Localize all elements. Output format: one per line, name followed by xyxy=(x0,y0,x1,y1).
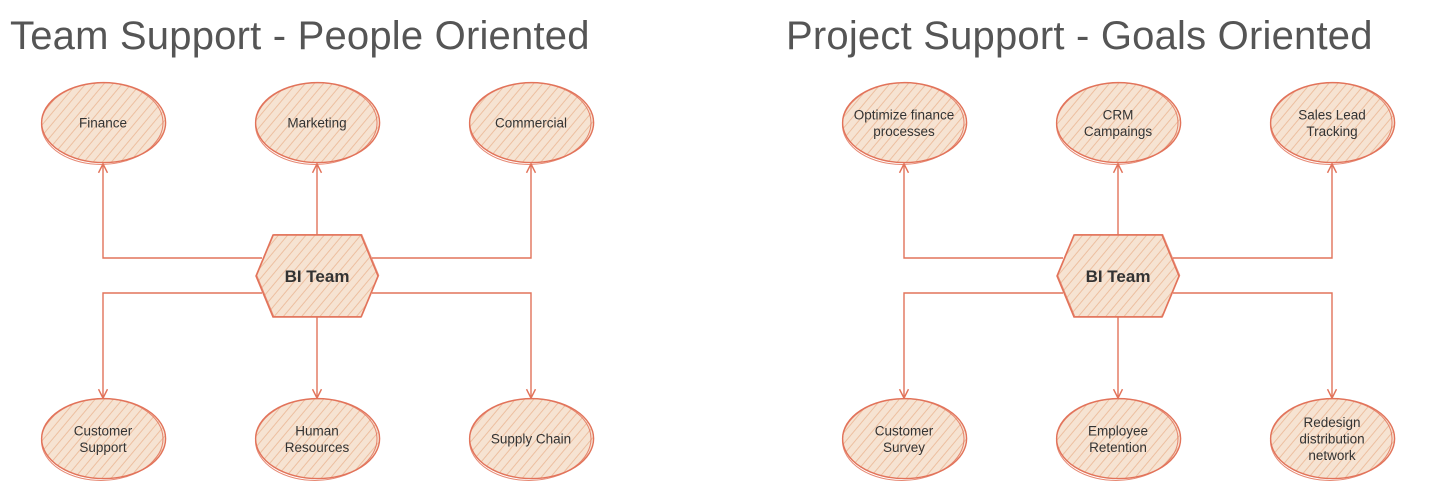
node-label-line: Marketing xyxy=(287,116,346,131)
node-marketing: Marketing xyxy=(254,81,381,165)
node-label-line: Commercial xyxy=(495,116,567,131)
connector-to-bottom-left xyxy=(103,292,262,397)
node-supply-chain: Supply Chain xyxy=(468,397,595,481)
node-label-line: Survey xyxy=(883,440,925,455)
ellipse-fill xyxy=(469,83,593,163)
ellipse-fill xyxy=(255,83,379,163)
hub-node-bi-team: BI Team xyxy=(1056,233,1181,318)
node-label-line: processes xyxy=(873,124,935,139)
node-label-line: Retention xyxy=(1089,440,1147,455)
connector-to-bottom-left xyxy=(904,292,1063,397)
hub-hexagon-shape xyxy=(1056,234,1180,318)
node-label-line: Customer xyxy=(875,423,934,438)
hub-label: BI Team xyxy=(285,267,350,286)
node-label-line: network xyxy=(1308,448,1356,463)
node-label-line: CRM xyxy=(1103,107,1134,122)
hub-hexagon-sketch xyxy=(256,233,380,317)
node-label-line: Campaings xyxy=(1084,124,1153,139)
node-label-line: Sales Lead xyxy=(1298,107,1366,122)
ellipse-outline-sketch xyxy=(40,82,164,165)
connector-to-bottom-right xyxy=(372,292,531,397)
ellipse-fill xyxy=(255,399,379,479)
ellipse-outline-sketch xyxy=(1055,82,1179,165)
ellipse-outline-sketch xyxy=(254,398,378,481)
node-label-line: Customer xyxy=(74,423,133,438)
ellipse-fill xyxy=(842,399,966,479)
ellipse-outline-sketch xyxy=(1055,398,1179,481)
node-label-line: Finance xyxy=(79,116,127,131)
hub-node-bi-team: BI Team xyxy=(255,233,380,318)
connector-to-top-right xyxy=(1173,165,1332,259)
node-label-line: Resources xyxy=(285,440,350,455)
node-label-line: Human xyxy=(295,423,339,438)
node-optimize-finance-processes: Optimize finance processes xyxy=(841,81,968,165)
connector-to-bottom-right xyxy=(1173,292,1332,397)
hub-label: BI Team xyxy=(1086,267,1151,286)
ellipse-outline-sketch xyxy=(40,398,164,481)
ellipse-fill xyxy=(1270,83,1394,163)
node-commercial: Commercial xyxy=(468,81,595,165)
node-label-line: distribution xyxy=(1299,432,1364,447)
ellipse-fill xyxy=(41,83,165,163)
connector-layer xyxy=(103,165,1332,397)
node-label-line: Optimize finance xyxy=(854,107,955,122)
ellipse-outline-sketch xyxy=(468,82,592,165)
node-label-line: Support xyxy=(79,440,127,455)
ellipse-outline-sketch xyxy=(1269,398,1393,481)
node-crm-campaings: CRM Campaings xyxy=(1055,81,1182,165)
node-label-line: Tracking xyxy=(1306,124,1357,139)
node-label-line: Redesign xyxy=(1303,415,1360,430)
hub-hexagon-sketch xyxy=(1057,233,1181,317)
connector-to-top-left xyxy=(103,165,262,259)
node-label-line: Supply Chain xyxy=(491,432,571,447)
hub-hexagon-shape xyxy=(255,234,379,318)
ellipse-fill xyxy=(842,83,966,163)
connector-to-top-right xyxy=(372,165,531,259)
ellipse-fill xyxy=(1056,83,1180,163)
diagram-title-team-support: Team Support - People Oriented xyxy=(10,14,590,58)
ellipse-outline-sketch xyxy=(841,398,965,481)
diagram-title-project-support: Project Support - Goals Oriented xyxy=(786,14,1373,58)
node-layer: Finance Marketing CommercialCustomerSuppor… xyxy=(40,81,1396,481)
ellipse-outline-sketch xyxy=(1269,82,1393,165)
ellipse-fill xyxy=(1270,399,1394,479)
ellipse-outline-sketch xyxy=(468,398,592,481)
ellipse-fill xyxy=(469,399,593,479)
ellipse-fill xyxy=(41,399,165,479)
connector-to-top-left xyxy=(904,165,1063,259)
node-finance: Finance xyxy=(40,81,167,165)
ellipse-outline-sketch xyxy=(841,82,965,165)
ellipse-outline-sketch xyxy=(254,82,378,165)
ellipse-fill xyxy=(1056,399,1180,479)
node-label-line: Employee xyxy=(1088,423,1148,438)
